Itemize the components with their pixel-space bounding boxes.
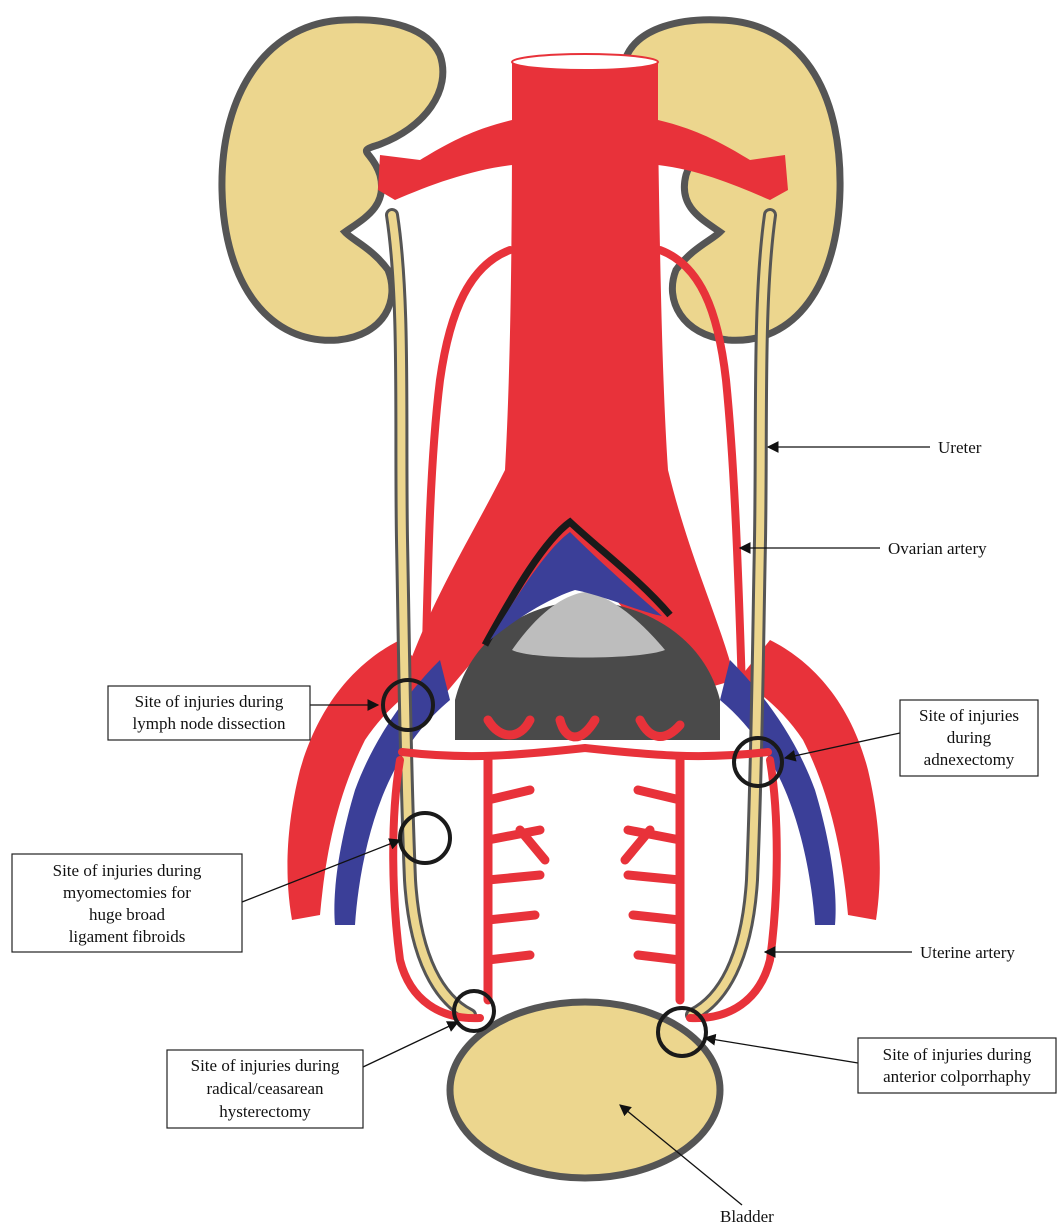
ovarian-artery-label: Ovarian artery: [888, 539, 987, 558]
svg-text:hysterectomy: hysterectomy: [219, 1102, 311, 1121]
anatomy-illustration: [222, 20, 880, 1178]
injury-label-lymph-node: Site of injuries during lymph node disse…: [108, 686, 310, 740]
bladder-label: Bladder: [720, 1207, 774, 1226]
svg-text:during: during: [947, 728, 992, 747]
svg-text:radical/ceasarean: radical/ceasarean: [206, 1079, 324, 1098]
uterine-arcade-top: [402, 748, 768, 756]
colporrhaphy-pointer: [705, 1038, 858, 1063]
injury-label-colporrhaphy: Site of injuries during anterior colporr…: [858, 1038, 1056, 1093]
svg-text:Site of injuries: Site of injuries: [919, 706, 1019, 725]
svg-text:anterior colporrhaphy: anterior colporrhaphy: [883, 1067, 1031, 1086]
injury-label-myomectomy: Site of injuries during myomectomies for…: [12, 854, 242, 952]
svg-text:Site of injuries during: Site of injuries during: [191, 1056, 340, 1075]
hysterectomy-pointer: [363, 1022, 458, 1067]
injury-label-hysterectomy: Site of injuries during radical/ceasarea…: [167, 1050, 363, 1128]
svg-text:lymph node dissection: lymph node dissection: [133, 714, 286, 733]
svg-text:Site of injuries during: Site of injuries during: [53, 861, 202, 880]
injury-label-adnexectomy: Site of injuries during adnexectomy: [900, 700, 1038, 776]
uterine-artery-label: Uterine artery: [920, 943, 1015, 962]
aorta-opening: [512, 54, 658, 70]
svg-text:myomectomies for: myomectomies for: [63, 883, 191, 902]
ureter-label: Ureter: [938, 438, 982, 457]
svg-text:Site of injuries during: Site of injuries during: [135, 692, 284, 711]
svg-text:huge broad: huge broad: [89, 905, 166, 924]
bladder: [450, 1002, 720, 1178]
svg-text:Site of injuries during: Site of injuries during: [883, 1045, 1032, 1064]
uterine-branches: [488, 720, 680, 1000]
svg-text:adnexectomy: adnexectomy: [924, 750, 1015, 769]
svg-text:ligament fibroids: ligament fibroids: [69, 927, 186, 946]
